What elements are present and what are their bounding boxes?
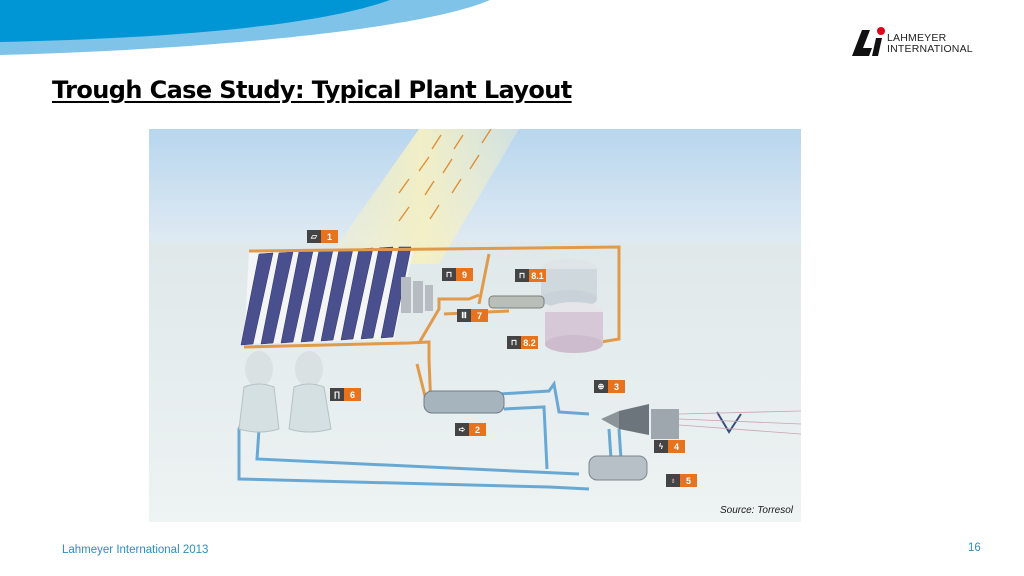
condenser-icon: ♁ <box>666 474 680 487</box>
label-number: 9 <box>456 268 473 281</box>
auxiliary-heater <box>401 277 433 313</box>
sunlight-beam <box>324 129 519 264</box>
label-2: ➪ 2 <box>455 423 486 436</box>
label-number: 7 <box>471 309 488 322</box>
label-number: 8.1 <box>529 269 546 282</box>
auxiliary-heater-icon: ⊓ <box>442 268 456 281</box>
condenser <box>588 455 648 481</box>
plant-illustration <box>149 129 801 522</box>
logo-text: LAHMEYER INTERNATIONAL <box>887 33 973 55</box>
label-3: ⊕ 3 <box>594 380 625 393</box>
label-number: 3 <box>608 380 625 393</box>
header-swoosh <box>0 0 490 55</box>
figure-caption: Source: Torresol <box>720 505 793 516</box>
label-8-1: ⊓ 8.1 <box>515 269 546 282</box>
label-1: ▱ 1 <box>307 230 338 243</box>
lightning-icon: ϟ <box>654 440 668 453</box>
turbine-icon: ⊕ <box>594 380 608 393</box>
plant-layout-figure: ▱ 1 ➪ 2 ⊕ 3 ϟ 4 ♁ 5 ∏ 6 Ⅲ 7 ⊓ 8.1 ⊓ 8.2 … <box>149 129 801 522</box>
steam-generator <box>423 390 505 414</box>
label-7: Ⅲ 7 <box>457 309 488 322</box>
lahmeyer-logo <box>852 27 885 56</box>
solar-field-icon: ▱ <box>307 230 321 243</box>
footer-company: Lahmeyer International 2013 <box>62 544 209 556</box>
label-number: 2 <box>469 423 486 436</box>
label-number: 5 <box>680 474 697 487</box>
label-5: ♁ 5 <box>666 474 697 487</box>
logo-line1: LAHMEYER <box>887 32 947 44</box>
cooling-tower-icon: ∏ <box>330 388 344 401</box>
label-number: 1 <box>321 230 338 243</box>
power-line-tower <box>716 411 742 434</box>
page-number: 16 <box>968 542 981 554</box>
label-9: ⊓ 9 <box>442 268 473 281</box>
heat-exchanger-icon: Ⅲ <box>457 309 471 322</box>
logo-line2: INTERNATIONAL <box>887 43 973 55</box>
label-number: 8.2 <box>521 336 538 349</box>
heat-exchanger <box>488 295 545 309</box>
htf-pipes <box>243 245 621 410</box>
steam-generator-icon: ➪ <box>455 423 469 436</box>
label-4: ϟ 4 <box>654 440 685 453</box>
sun-ray-arrows <box>398 129 492 222</box>
storage-tanks <box>541 259 603 353</box>
label-number: 4 <box>668 440 685 453</box>
power-lines <box>678 410 801 435</box>
hot-tank-icon: ⊓ <box>515 269 529 282</box>
label-6: ∏ 6 <box>330 388 361 401</box>
water-steam-pipes <box>237 380 623 491</box>
solar-collector-field <box>240 246 414 346</box>
cold-tank-icon: ⊓ <box>507 336 521 349</box>
steam-turbine <box>601 404 679 439</box>
label-number: 6 <box>344 388 361 401</box>
slide-title: Trough Case Study: Typical Plant Layout <box>52 76 572 104</box>
label-8-2: ⊓ 8.2 <box>507 336 538 349</box>
cooling-towers <box>238 351 332 433</box>
